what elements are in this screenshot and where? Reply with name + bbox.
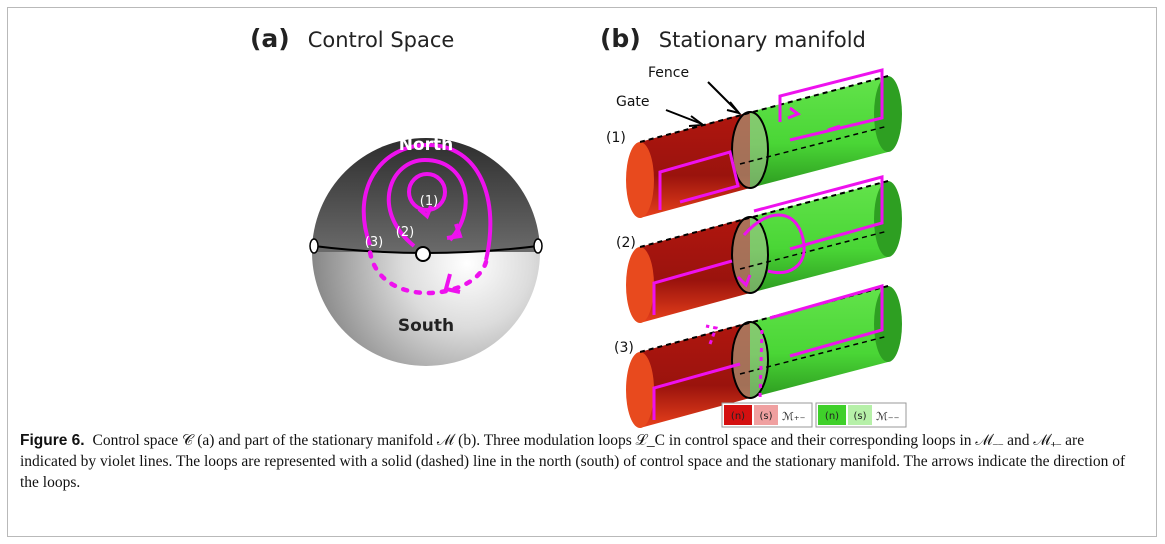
south-hemisphere [312, 252, 540, 366]
loop-label-3: (3) [365, 235, 383, 250]
loop-3-arrow-icon [443, 273, 461, 294]
row-label-2: (2) [616, 235, 636, 251]
equator-point-left [309, 238, 319, 254]
figure-frame [7, 7, 1157, 537]
caption-label: Figure 6. [20, 432, 85, 449]
panel-b-title: Stationary manifold [658, 28, 866, 52]
caption-text: Control space 𝒞 (a) and part of the stat… [20, 432, 1126, 491]
panel-a-title: Control Space [307, 28, 455, 52]
panel-a-header: (a) Control Space [250, 24, 454, 53]
loop-3-south [367, 249, 489, 296]
fence-label: Fence [648, 65, 689, 81]
loop-2 [386, 157, 468, 248]
panel-b-header: (b) Stationary manifold [600, 24, 866, 53]
loop-label-1: (1) [420, 194, 438, 209]
loop-2-arrow-icon [446, 223, 463, 240]
row-label-3: (3) [614, 340, 634, 356]
equator-point-right [533, 238, 543, 254]
north-hemisphere [312, 138, 540, 252]
gate-arrow-icon [665, 109, 703, 125]
loop-1 [407, 172, 447, 212]
gate-label: Gate [616, 94, 650, 110]
control-space-sphere: North South (1) (2) (3) [309, 135, 543, 366]
legend-m-plus: ℳ₊₋ [782, 410, 806, 423]
panel-b-letter: (b) [600, 24, 641, 53]
figure-caption: Figure 6. Control space 𝒞 (a) and part o… [20, 430, 1140, 493]
panel-a-letter: (a) [250, 24, 290, 53]
loop-label-2: (2) [396, 225, 414, 240]
manifold-tube-1 [626, 68, 902, 218]
legend-red-s: (s) [759, 411, 772, 422]
loop-1-arrow-icon [417, 205, 433, 220]
north-label: North [399, 135, 454, 155]
stationary-manifold: Fence Gate [606, 65, 907, 428]
legend-green-s: (s) [853, 411, 866, 422]
legend-red-n: (n) [731, 411, 745, 422]
gate-arrowhead-icon [688, 115, 706, 127]
south-label: South [398, 316, 454, 336]
legend: (n) (s) ℳ₊₋ (n) (s) ℳ₋₋ [721, 402, 907, 428]
legend-green-n: (n) [825, 411, 839, 422]
legend-m-minus: ℳ₋₋ [876, 410, 900, 423]
fence-arrowhead-icon [726, 101, 742, 115]
center-point [415, 246, 431, 262]
manifold-tube-3 [626, 284, 902, 428]
row-label-1: (1) [606, 130, 626, 146]
manifold-tube-2 [626, 175, 902, 323]
loop-3-north [361, 142, 493, 261]
